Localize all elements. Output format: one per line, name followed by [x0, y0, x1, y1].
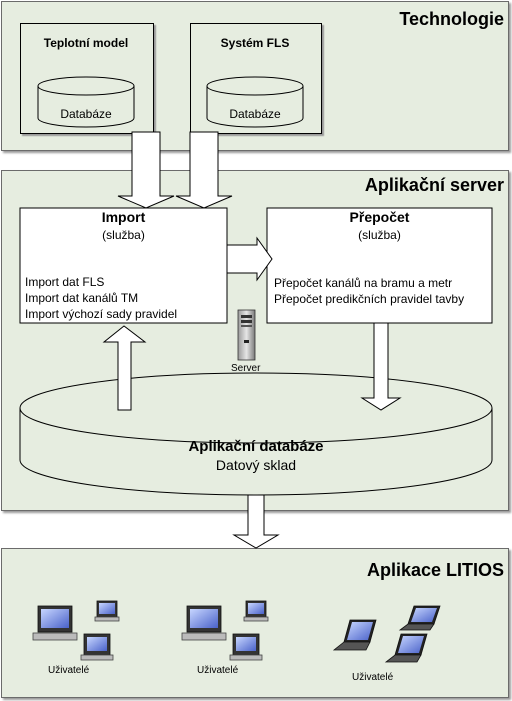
- users-label-3: Uživatelé: [352, 672, 394, 683]
- arrow-database-to-import: [102, 325, 147, 411]
- system-fls-title: Systém FLS: [220, 36, 290, 50]
- aplikace-litios-title: Aplikace LITIOS: [366, 560, 504, 580]
- prepocet-box: [266, 207, 493, 324]
- prepocet-item-1: Přepočet kanálů na bramu a metr: [274, 276, 453, 290]
- import-title: Import: [101, 209, 146, 225]
- system-fls-db-label: Databáze: [229, 107, 281, 121]
- users-label-1: Uživatelé: [48, 665, 90, 676]
- import-box: [19, 207, 228, 324]
- aplikacni-server-title: Aplikační server: [364, 175, 504, 195]
- system-fls-database-icon: [206, 76, 304, 128]
- prepocet-subtitle: (služba): [358, 228, 401, 242]
- aplikacni-databaze-subtitle: Datový sklad: [215, 457, 297, 473]
- user-group-1-computers: [32, 600, 120, 661]
- teplotni-model-database-icon: [37, 76, 135, 128]
- arrow-fls-to-import: [175, 131, 233, 209]
- arrow-prepocet-to-database: [360, 322, 402, 411]
- prepocet-title: Přepočet: [349, 209, 410, 225]
- arrow-server-to-litios: [232, 494, 280, 549]
- import-subtitle: (služba): [102, 228, 145, 242]
- server-label: Server: [231, 363, 261, 374]
- arrow-teplotni-to-import: [117, 131, 175, 209]
- prepocet-item-2: Přepočet predikčních pravidel tavby: [274, 292, 465, 306]
- aplikacni-databaze-title: Aplikační databáze: [188, 438, 324, 455]
- server-icon: [237, 309, 256, 361]
- arrow-import-to-prepocet: [226, 236, 273, 282]
- teplotni-model-title: Teplotní model: [43, 36, 129, 50]
- import-item-1: Import dat FLS: [25, 275, 105, 289]
- user-group-3-laptops: [332, 605, 441, 663]
- teplotni-model-db-label: Databáze: [60, 107, 112, 121]
- aplikacni-databaze-cylinder: [19, 372, 493, 496]
- technologie-title: Technologie: [399, 9, 504, 29]
- import-item-3: Import výchozí sady pravidel: [25, 307, 178, 321]
- users-label-2: Uživatelé: [197, 665, 239, 676]
- import-item-2: Import dat kanálů TM: [25, 291, 139, 305]
- user-group-2-computers: [181, 600, 269, 661]
